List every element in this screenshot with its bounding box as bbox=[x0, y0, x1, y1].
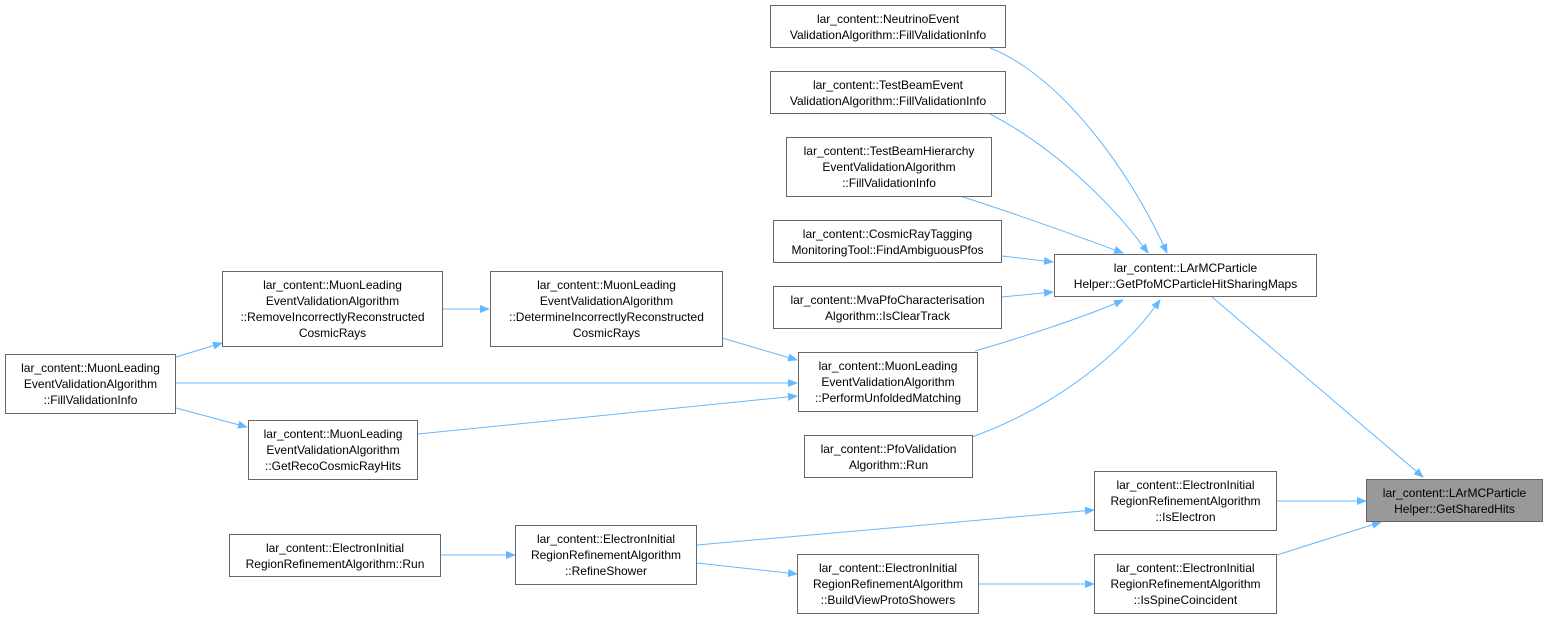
node-cosmictag-label: lar_content::CosmicRayTagging Monitoring… bbox=[791, 226, 984, 257]
node-iselectron[interactable]: lar_content::ElectronInitial RegionRefin… bbox=[1094, 471, 1277, 531]
node-getsharedhits-label: lar_content::LArMCParticle Helper::GetSh… bbox=[1382, 485, 1527, 516]
edge-muonfill-to-getreco bbox=[175, 407, 248, 429]
node-isspine[interactable]: lar_content::ElectronInitial RegionRefin… bbox=[1094, 554, 1277, 614]
edge-muonfill-to-remove bbox=[175, 341, 223, 358]
edge-mvapfo-to-getpfomc bbox=[1001, 288, 1054, 298]
edge-getpfomc-to-getsharedhits bbox=[1211, 296, 1424, 478]
node-nuval[interactable]: lar_content::NeutrinoEvent ValidationAlg… bbox=[770, 5, 1006, 48]
node-pfoval-label: lar_content::PfoValidation Algorithm::Ru… bbox=[820, 441, 957, 472]
edge-nuval-to-getpfomc bbox=[989, 47, 1168, 254]
node-buildview-label: lar_content::ElectronInitial RegionRefin… bbox=[812, 561, 964, 607]
node-getpfomc-label: lar_content::LArMCParticle Helper::GetPf… bbox=[1073, 260, 1298, 291]
node-tbhier[interactable]: lar_content::TestBeamHierarchy EventVali… bbox=[786, 137, 992, 197]
node-determine[interactable]: lar_content::MuonLeading EventValidation… bbox=[490, 271, 723, 347]
node-determine-label: lar_content::MuonLeading EventValidation… bbox=[509, 278, 704, 340]
edge-isspine-to-getsharedhits bbox=[1276, 520, 1382, 556]
node-nuval-label: lar_content::NeutrinoEvent ValidationAlg… bbox=[789, 11, 987, 42]
node-erefrun[interactable]: lar_content::ElectronInitial RegionRefin… bbox=[229, 534, 441, 577]
node-buildview[interactable]: lar_content::ElectronInitial RegionRefin… bbox=[797, 554, 979, 614]
node-getsharedhits: lar_content::LArMCParticle Helper::GetSh… bbox=[1366, 479, 1543, 522]
node-getpfomc[interactable]: lar_content::LArMCParticle Helper::GetPf… bbox=[1054, 254, 1317, 297]
node-getreco[interactable]: lar_content::MuonLeading EventValidation… bbox=[248, 420, 418, 480]
edge-perfunf-to-getpfomc bbox=[974, 299, 1124, 352]
node-perfunf[interactable]: lar_content::MuonLeading EventValidation… bbox=[798, 352, 978, 412]
node-isspine-label: lar_content::ElectronInitial RegionRefin… bbox=[1110, 561, 1261, 607]
node-mvapfo[interactable]: lar_content::MvaPfoCharacterisation Algo… bbox=[773, 286, 1002, 329]
node-iselectron-label: lar_content::ElectronInitial RegionRefin… bbox=[1110, 478, 1261, 524]
edge-getreco-to-perfunf bbox=[417, 392, 798, 435]
node-mvapfo-label: lar_content::MvaPfoCharacterisation Algo… bbox=[790, 292, 985, 323]
edge-tbhier-to-getpfomc bbox=[959, 195, 1124, 254]
edge-determine-to-perfunf bbox=[721, 337, 798, 362]
node-muonfill[interactable]: lar_content::MuonLeading EventValidation… bbox=[5, 354, 176, 414]
node-tbval-label: lar_content::TestBeamEvent ValidationAlg… bbox=[789, 77, 987, 108]
edge-pfoval-to-getpfomc bbox=[971, 299, 1161, 438]
edge-cosmictag-to-getpfomc bbox=[1001, 255, 1054, 265]
node-refine[interactable]: lar_content::ElectronInitial RegionRefin… bbox=[515, 525, 697, 585]
edge-refine-to-buildview bbox=[696, 562, 798, 577]
node-cosmictag[interactable]: lar_content::CosmicRayTagging Monitoring… bbox=[773, 220, 1002, 263]
node-pfoval[interactable]: lar_content::PfoValidation Algorithm::Ru… bbox=[804, 435, 973, 478]
node-tbhier-label: lar_content::TestBeamHierarchy EventVali… bbox=[803, 144, 975, 190]
node-refine-label: lar_content::ElectronInitial RegionRefin… bbox=[530, 532, 682, 578]
edge-refine-to-iselectron bbox=[696, 506, 1095, 546]
node-tbval[interactable]: lar_content::TestBeamEvent ValidationAlg… bbox=[770, 71, 1006, 114]
node-remove-label: lar_content::MuonLeading EventValidation… bbox=[240, 278, 425, 340]
node-erefrun-label: lar_content::ElectronInitial RegionRefin… bbox=[245, 540, 425, 571]
node-perfunf-label: lar_content::MuonLeading EventValidation… bbox=[814, 359, 962, 405]
edge-tbval-to-getpfomc bbox=[989, 113, 1149, 254]
node-remove[interactable]: lar_content::MuonLeading EventValidation… bbox=[222, 271, 443, 347]
node-muonfill-label: lar_content::MuonLeading EventValidation… bbox=[21, 361, 160, 407]
node-getreco-label: lar_content::MuonLeading EventValidation… bbox=[263, 427, 403, 473]
